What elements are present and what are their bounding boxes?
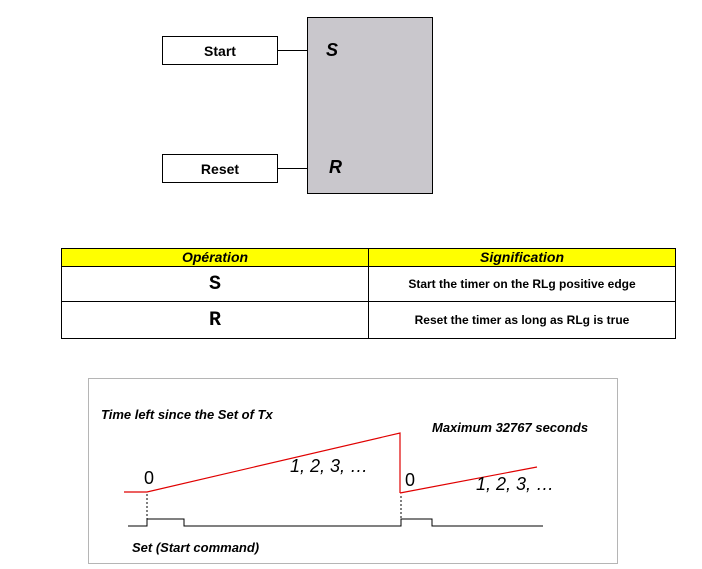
op-code: R xyxy=(208,308,221,332)
reset-connector xyxy=(278,168,307,169)
header-signification: Signification xyxy=(368,248,676,267)
op-meaning: Start the timer on the RLg positive edge xyxy=(408,277,636,291)
set-signal xyxy=(128,518,543,527)
start-connector xyxy=(278,50,307,51)
sequence-label-1: 1, 2, 3, … xyxy=(290,456,368,476)
time-left-ramp-1 xyxy=(124,432,401,493)
op-meaning-cell: Reset the timer as long as RLg is true xyxy=(368,301,676,339)
pin-r-label: R xyxy=(329,157,342,177)
table-row: R Reset the timer as long as RLg is true xyxy=(61,301,676,339)
op-meaning: Reset the timer as long as RLg is true xyxy=(414,313,630,327)
timing-title: Time left since the Set of Tx xyxy=(101,407,273,422)
operations-table: Opération Signification S Start the time… xyxy=(61,248,676,339)
reset-input-box: Reset xyxy=(162,154,278,183)
op-code-cell: S xyxy=(61,266,369,302)
max-label: Maximum 32767 seconds xyxy=(432,420,588,435)
timer-function-block xyxy=(307,17,433,194)
start-input-box: Start xyxy=(162,36,278,65)
op-meaning-cell: Start the timer on the RLg positive edge xyxy=(368,266,676,302)
zero-label-2: 0 xyxy=(405,470,415,490)
time-left-ramp-2 xyxy=(399,466,538,494)
reset-input-label: Reset xyxy=(200,160,240,177)
sequence-label-2: 1, 2, 3, … xyxy=(476,474,554,494)
pin-s-label: S xyxy=(326,40,339,60)
set-command-label: Set (Start command) xyxy=(132,540,259,555)
zero-label-1: 0 xyxy=(144,468,154,488)
timing-diagram-frame xyxy=(88,378,618,564)
op-code: S xyxy=(208,272,221,296)
op-code-cell: R xyxy=(61,301,369,339)
start-input-label: Start xyxy=(204,42,236,59)
table-row: S Start the timer on the RLg positive ed… xyxy=(61,266,676,302)
